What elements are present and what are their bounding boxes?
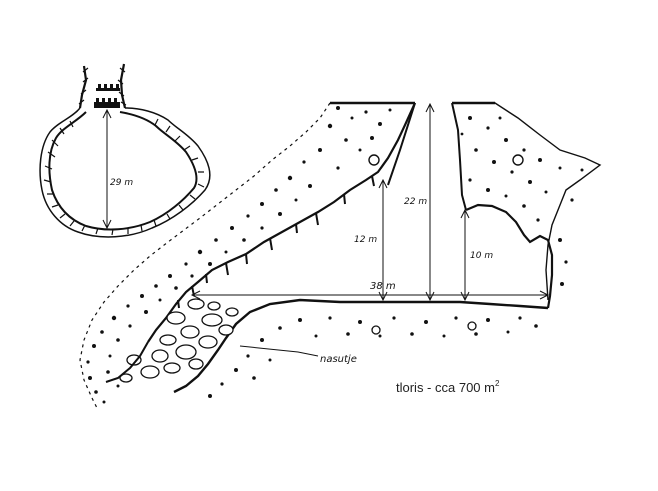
rock-ring-3 [467, 321, 477, 331]
right-height-label: 10 m [470, 251, 493, 261]
area-caption-text: tloris - cca 700 m [396, 380, 495, 395]
rock-stipple-upper [86, 106, 392, 404]
lower-left-wall [105, 341, 149, 383]
slope-height-label: 12 m [354, 235, 377, 245]
debris-label: nasutje [320, 354, 357, 365]
rock-stipple-lower [208, 316, 538, 398]
cave-floor [173, 298, 549, 394]
section-view: 22 m 12 m 10 m 38 m nasutje [79, 101, 602, 411]
length-label: 38 m [370, 281, 396, 292]
plan-view: 29 m [39, 63, 211, 238]
plan-outer-outline [39, 107, 211, 238]
area-caption-superscript: 2 [495, 379, 500, 388]
debris-leader-line [239, 345, 319, 357]
ceiling-stalactites [177, 175, 375, 309]
plan-entrance-right-wall [119, 63, 127, 109]
plan-inner-outline [48, 111, 198, 231]
rock-ring-1 [512, 154, 524, 166]
rock-ring-2 [368, 154, 380, 166]
debris-pile [119, 298, 239, 383]
rock-stipple-right [460, 116, 584, 286]
right-rock-outline [452, 102, 602, 301]
upper-slope-ceiling [147, 102, 417, 343]
plan-entrance-grate-icon [94, 84, 120, 108]
dimension-lines [190, 102, 550, 357]
upper-surface-line [79, 102, 331, 411]
shaft-depth-label: 22 m [404, 197, 427, 207]
plan-hatching [43, 67, 205, 236]
area-caption: tloris - cca 700 m2 [396, 379, 500, 395]
plan-depth-label: 29 m [110, 178, 133, 188]
right-chamber-wall [465, 203, 554, 309]
plan-entrance-left-wall [78, 65, 88, 109]
shaft-left-wall [387, 102, 416, 186]
shaft-right-wall [451, 102, 467, 211]
rock-ring-4 [371, 325, 381, 335]
